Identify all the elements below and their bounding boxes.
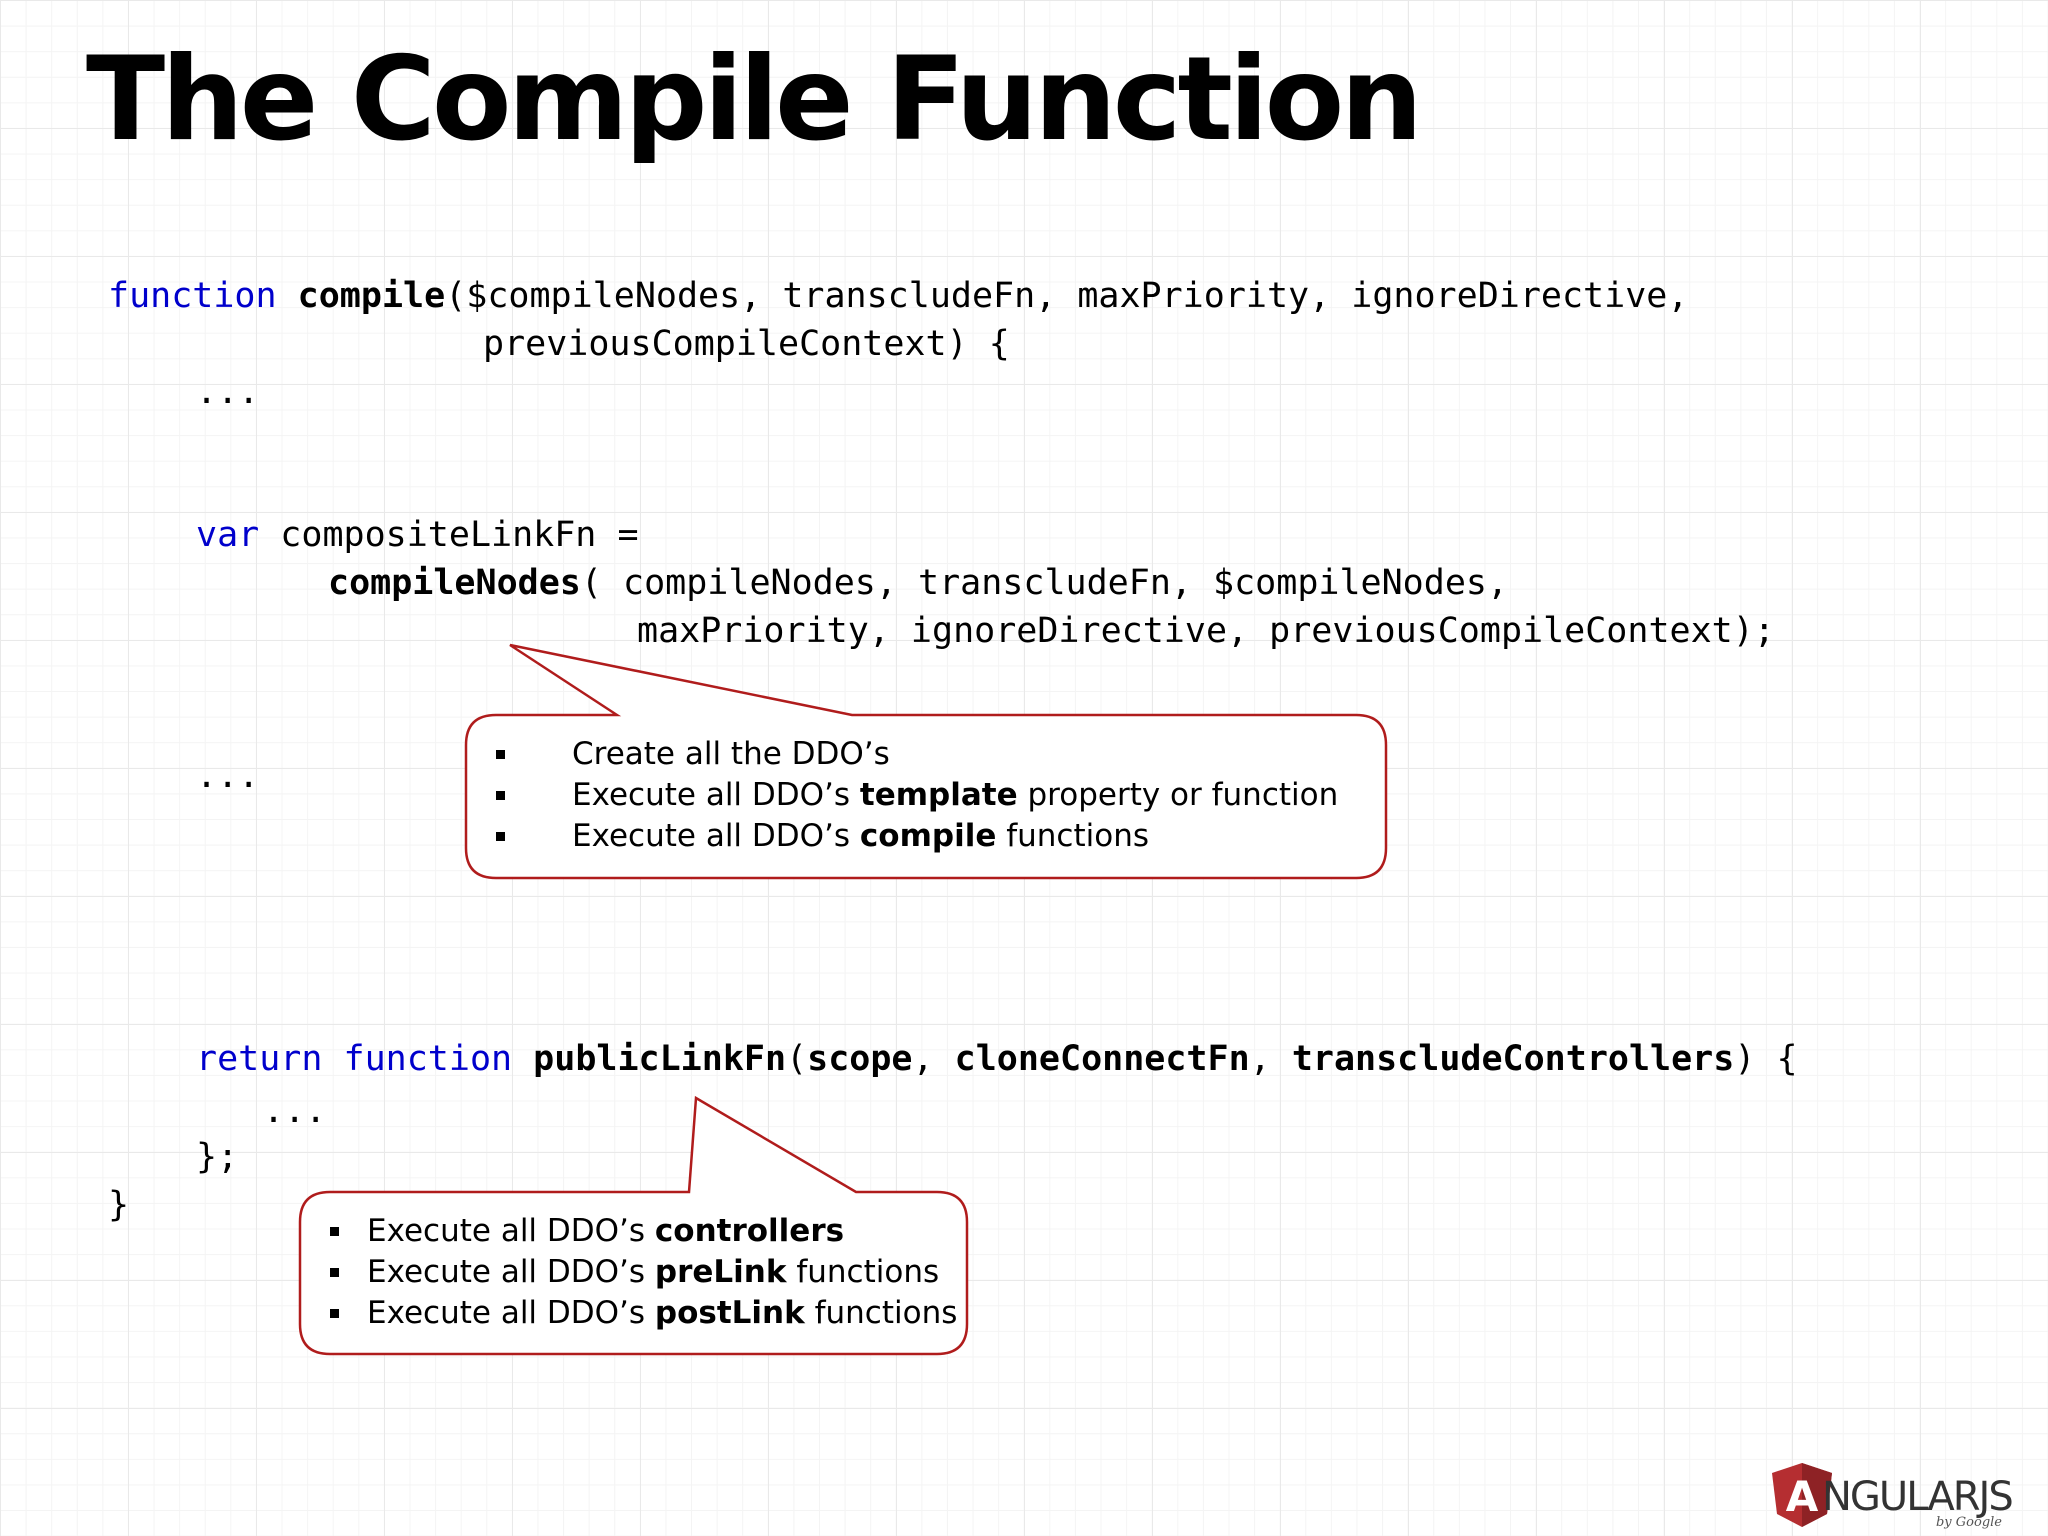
code-line-5: compileNodes( compileNodes, transcludeFn…: [328, 559, 1508, 607]
code-line-2: previousCompileContext) {: [483, 324, 1010, 364]
code-block: function compile($compileNodes, transclu…: [108, 0, 2008, 1536]
bullet-square-icon: [330, 1309, 339, 1318]
compile-params: ($compileNodes, transcludeFn, maxPriorit…: [445, 276, 1689, 316]
item-bold-text: postLink: [654, 1295, 805, 1331]
bullet-square-icon: [330, 1268, 339, 1277]
callout-link-item-2: Execute all DDO’s preLink functions: [330, 1252, 957, 1293]
logo-byline: by Google: [1935, 1515, 2002, 1530]
code-line-1: function compile($compileNodes, transclu…: [108, 272, 1688, 320]
code-line-8: return function publicLinkFn(scope, clon…: [196, 1035, 1798, 1083]
callout-compile-list: Create all the DDO’s Execute all DDO’s t…: [496, 734, 1338, 857]
code-line-11: }: [108, 1185, 130, 1225]
code-line-4: var compositeLinkFn =: [196, 511, 639, 559]
item-bold-text: template: [859, 777, 1018, 813]
code-line-6: maxPriority, ignoreDirective, previousCo…: [637, 611, 1775, 651]
param-scope: scope: [807, 1039, 913, 1079]
item-text-post: functions: [786, 1254, 940, 1290]
compilenodes-params: ( compileNodes, transcludeFn, $compileNo…: [580, 563, 1509, 603]
logo-letter: A: [1786, 1472, 1819, 1521]
callout-link-item-1: Execute all DDO’s controllers: [330, 1211, 957, 1252]
item-bold-text: controllers: [654, 1213, 845, 1249]
function-name-compilenodes: compileNodes: [328, 563, 581, 603]
bullet-square-icon: [330, 1227, 339, 1236]
separator-1: ,: [912, 1039, 955, 1079]
keyword-var: var: [196, 515, 260, 555]
slide-title: The Compile Function: [86, 32, 1423, 167]
callout-compile-item-2: Execute all DDO’s template property or f…: [496, 775, 1338, 816]
keyword-function: function: [108, 276, 277, 316]
item-text: Create all the DDO’s: [572, 736, 890, 772]
item-text: Execute all DDO’s: [572, 777, 860, 813]
code-line-9: ...: [263, 1091, 327, 1131]
param-cloneconnectfn: cloneConnectFn: [954, 1039, 1250, 1079]
function-name-publiclinkfn: publicLinkFn: [533, 1039, 787, 1079]
item-text: Execute all DDO’s: [367, 1295, 655, 1331]
item-text: Execute all DDO’s: [367, 1213, 655, 1249]
callout-compile-item-3: Execute all DDO’s compile functions: [496, 816, 1338, 857]
param-transcludecontrollers: transcludeControllers: [1291, 1039, 1735, 1079]
item-text: Execute all DDO’s: [572, 818, 860, 854]
bullet-square-icon: [496, 791, 505, 800]
keyword-function-2: function: [343, 1039, 513, 1079]
item-bold-text: compile: [859, 818, 997, 854]
var-declaration: compositeLinkFn =: [280, 515, 639, 555]
callout-link-item-3: Execute all DDO’s postLink functions: [330, 1293, 957, 1334]
logo-wordmark: NGULARJS: [1822, 1474, 2014, 1520]
item-text-post: property or function: [1017, 777, 1339, 813]
bullet-square-icon: [496, 750, 505, 759]
code-line-7: ...: [196, 756, 260, 796]
paren-open: (: [786, 1039, 808, 1079]
item-text-post: functions: [804, 1295, 958, 1331]
bullet-square-icon: [496, 832, 505, 841]
item-text-post: functions: [996, 818, 1149, 854]
angularjs-logo: A NGULARJS by Google: [1770, 1460, 2014, 1530]
item-text: Execute all DDO’s: [367, 1254, 655, 1290]
code-line-10: };: [196, 1137, 239, 1177]
function-name-compile: compile: [297, 276, 446, 316]
item-bold-text: preLink: [654, 1254, 787, 1290]
callout-compile-item-1: Create all the DDO’s: [496, 734, 1338, 775]
separator-2: ,: [1249, 1039, 1292, 1079]
callout-link-list: Execute all DDO’s controllers Execute al…: [330, 1211, 957, 1334]
paren-close-brace: ) {: [1734, 1039, 1798, 1079]
code-line-3: ...: [196, 372, 260, 412]
angularjs-shield-icon: A: [1772, 1463, 1832, 1527]
keyword-return: return: [196, 1039, 323, 1079]
